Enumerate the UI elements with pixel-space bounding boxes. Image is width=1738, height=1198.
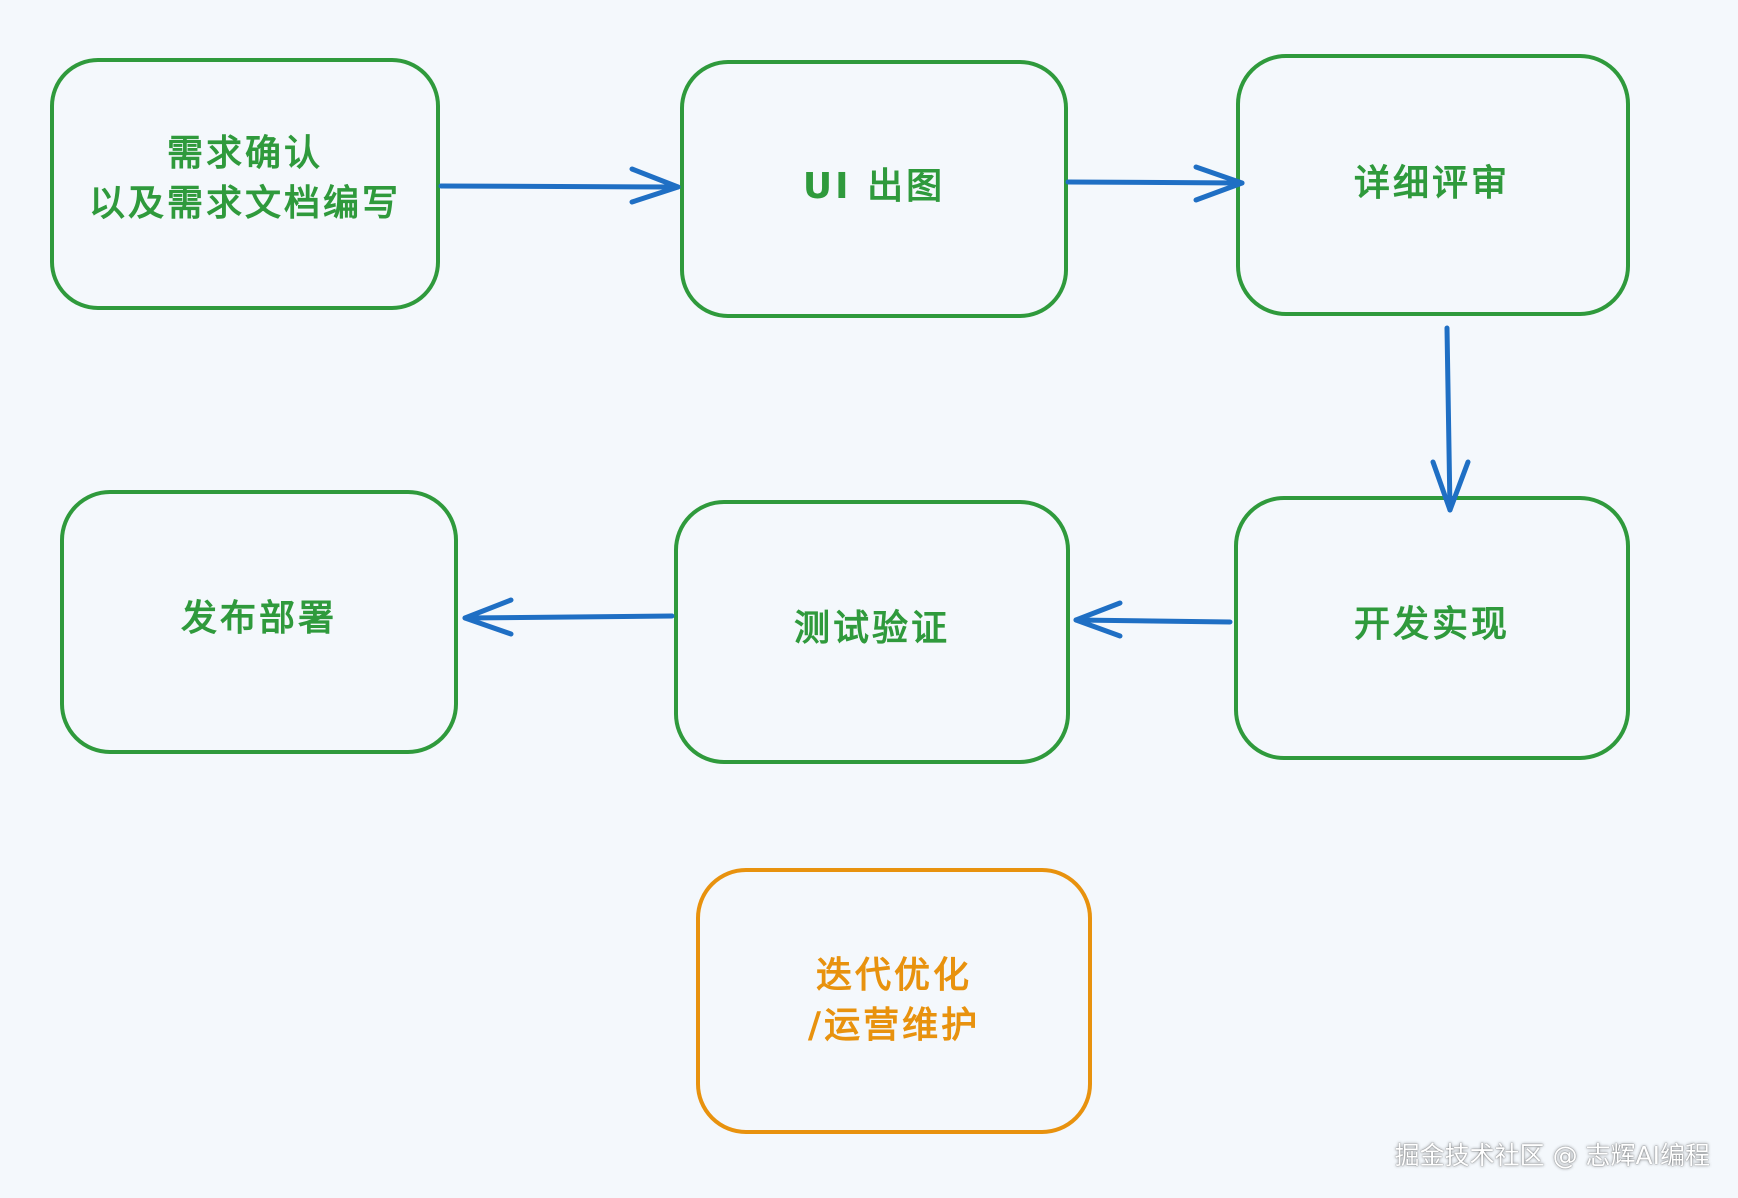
box-testing: 测试验证 (674, 500, 1070, 764)
box-ui-design-border (680, 60, 1068, 318)
box-review-label: 详细评审 (1354, 163, 1510, 204)
box-deployment-label: 发布部署 (181, 598, 337, 639)
arrow-testing-to-deployment (462, 597, 675, 637)
box-review: 详细评审 (1236, 54, 1630, 316)
box-ui-design-label: UI 出图 (803, 166, 945, 207)
box-requirements-border (50, 58, 440, 310)
box-iteration-line1: 迭代优化 (816, 955, 972, 996)
box-testing-border (674, 500, 1070, 764)
box-development: 开发实现 (1234, 496, 1630, 760)
watermark: 掘金技术社区 @ 志辉AI编程 (1394, 1141, 1710, 1170)
box-deployment-border (60, 490, 458, 754)
arrow-review-to-development (1430, 325, 1471, 513)
box-requirements: 需求确认 以及需求文档编写 (50, 58, 440, 310)
box-requirements-line1: 需求确认 (167, 133, 323, 174)
arrow-development-to-testing (1073, 600, 1233, 639)
box-iteration-line2: /运营维护 (808, 1005, 980, 1046)
box-ui-design: UI 出图 (680, 60, 1068, 318)
box-requirements-line2: 以及需求文档编写 (89, 183, 401, 224)
arrow-ui-to-review (1065, 164, 1245, 203)
arrow-requirements-to-ui (438, 166, 681, 205)
box-iteration-border (696, 868, 1092, 1134)
box-testing-label: 测试验证 (794, 608, 950, 649)
box-deployment: 发布部署 (60, 490, 458, 754)
box-iteration: 迭代优化 /运营维护 (696, 868, 1092, 1134)
box-development-border (1234, 496, 1630, 760)
box-development-label: 开发实现 (1354, 604, 1510, 645)
